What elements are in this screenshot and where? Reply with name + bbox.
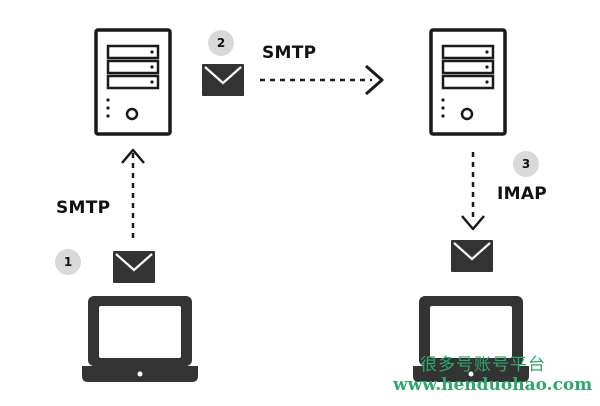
- dashed-arrow-up: [121, 148, 145, 238]
- dashed-arrow-down: [461, 152, 485, 231]
- envelope-icon: [111, 249, 157, 285]
- smtp-label-top: SMTP: [262, 43, 317, 63]
- sender-laptop-icon: [82, 296, 198, 382]
- watermark-url: www.henduohao.com: [393, 375, 593, 395]
- imap-label: IMAP: [497, 184, 548, 204]
- step-badge-1: 1: [55, 249, 81, 275]
- sender-server-icon: [94, 28, 172, 136]
- envelope-icon: [200, 62, 246, 98]
- smtp-label-left: SMTP: [56, 198, 111, 218]
- dashed-arrow-right: [260, 64, 384, 96]
- envelope-icon: [449, 238, 495, 274]
- receiver-server-icon: [429, 28, 507, 136]
- watermark-text: 很多号账号平台: [420, 355, 546, 375]
- step-badge-3: 3: [513, 151, 539, 177]
- step-badge-2: 2: [208, 30, 234, 56]
